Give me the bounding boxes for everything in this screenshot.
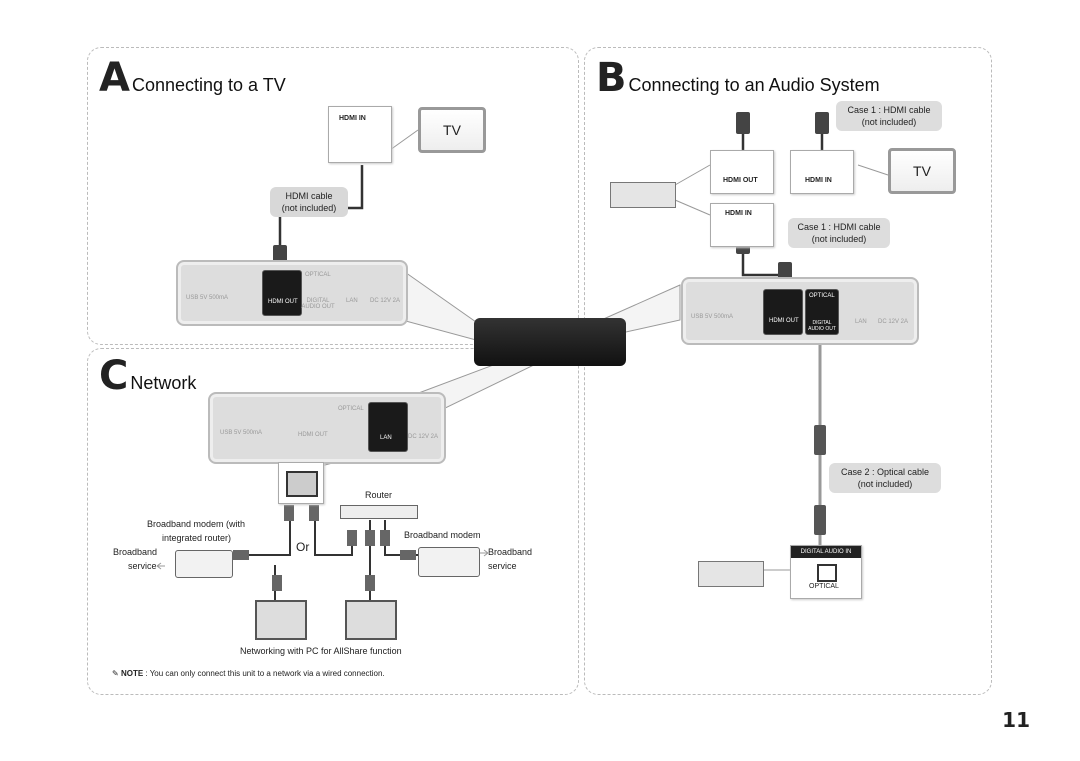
optical-socket: [817, 564, 837, 582]
hdmi-out-label: HDMI OUT: [268, 299, 298, 305]
broadband-label-right: Broadband: [488, 547, 533, 557]
hdmi-out-label: HDMI OUT: [769, 318, 799, 324]
hdmi-cable-note: HDMI cable (not included): [270, 187, 348, 217]
section-letter: B: [596, 55, 626, 101]
player-rear-panel-a: USB 5V 500mA HDMI OUT OPTICAL DIGITAL AU…: [176, 260, 408, 326]
router-icon: [340, 505, 418, 519]
case1-hdmi-note-top: Case 1 : HDMI cable (not included): [836, 101, 942, 131]
usb-label: USB 5V 500mA: [220, 430, 263, 436]
broadband-modem-with-label: Broadband modem (with: [147, 519, 246, 529]
not-included-label: (not included): [857, 479, 913, 489]
section-letter: A: [99, 55, 130, 101]
receiver-hdmi-out-panel: HDMI OUT: [710, 150, 774, 194]
section-title-text: Connecting to an Audio System: [628, 75, 880, 95]
optical-port: OPTICAL DIGITAL AUDIO OUT: [805, 289, 839, 335]
lan-label: LAN: [346, 298, 358, 304]
case2-label: Case 2 : Optical cable: [840, 467, 930, 477]
digital-audio-in-label: DIGITAL AUDIO IN: [791, 546, 861, 558]
tv-hdmi-in-panel-b: HDMI IN: [790, 150, 854, 194]
hdmi-out-label: HDMI OUT: [723, 177, 758, 184]
networking-pc-caption: Networking with PC for AllShare function: [240, 646, 402, 656]
service-label-left: service: [128, 561, 157, 571]
dc-label: DC 12V 2A: [408, 434, 439, 440]
usb-label: USB 5V 500mA: [691, 314, 734, 320]
note: ✎ NOTE : You can only connect this unit …: [112, 669, 385, 678]
router-label: Router: [365, 490, 393, 500]
hdmi-in-label: HDMI IN: [725, 210, 752, 217]
service-label-right: service: [488, 561, 517, 571]
modem-icon: [418, 547, 480, 577]
blu-ray-player: [474, 318, 626, 366]
modem-router-icon: [175, 550, 233, 578]
tv-icon: TV: [888, 148, 956, 194]
hdmi-in-label: HDMI IN: [339, 115, 366, 122]
hdmi-in-label: HDMI IN: [805, 177, 832, 184]
tv-label: TV: [913, 163, 931, 179]
digital-audio-out-label: DIGITAL AUDIO OUT: [301, 298, 335, 310]
laptop-icon: [255, 600, 307, 640]
av-receiver-icon: [698, 561, 764, 587]
section-b-title: B Connecting to an Audio System: [596, 58, 880, 98]
hdmi-out-port: HDMI OUT: [262, 270, 302, 316]
broadband-label-left: Broadband: [113, 547, 158, 557]
optical-label: OPTICAL: [809, 293, 835, 299]
tv-label: TV: [443, 122, 461, 138]
lan-jack-icon: [286, 471, 318, 497]
av-receiver-icon: [610, 182, 676, 208]
not-included-label: (not included): [861, 117, 917, 127]
section-title-text: Connecting to a TV: [131, 75, 286, 95]
case1-label: Case 1 : HDMI cable: [847, 105, 931, 115]
optical-label: OPTICAL: [305, 272, 331, 278]
laptop-icon: [345, 600, 397, 640]
lan-label: LAN: [855, 319, 867, 325]
section-letter: C: [99, 353, 128, 399]
digital-audio-out-label: DIGITAL AUDIO OUT: [808, 320, 836, 332]
case1-label: Case 1 : HDMI cable: [797, 222, 881, 232]
case1-hdmi-note-bottom: Case 1 : HDMI cable (not included): [788, 218, 890, 248]
optical-caps-label: OPTICAL: [809, 583, 839, 590]
broadband-modem-label: Broadband modem: [404, 530, 481, 540]
lan-port: LAN: [368, 402, 408, 452]
note-prefix: NOTE: [120, 669, 144, 678]
page-number: 11: [1002, 708, 1030, 732]
section-title-text: Network: [130, 373, 197, 393]
hdmi-cable-label: HDMI cable: [285, 191, 333, 201]
note-pencil-icon: ✎: [112, 669, 121, 678]
case2-optical-note: Case 2 : Optical cable (not included): [829, 463, 941, 493]
tv-hdmi-in-panel: HDMI IN: [328, 106, 392, 163]
optical-label: OPTICAL: [338, 406, 364, 412]
integrated-router-label: integrated router): [162, 533, 232, 543]
dc-label: DC 12V 2A: [370, 298, 401, 304]
player-rear-panel-b: USB 5V 500mA HDMI OUT OPTICAL DIGITAL AU…: [681, 277, 919, 345]
not-included-label: (not included): [281, 203, 337, 213]
player-rear-panel-c: USB 5V 500mA HDMI OUT OPTICAL LAN DC 12V…: [208, 392, 446, 464]
hdmi-out-label: HDMI OUT: [298, 432, 328, 438]
or-label: Or: [296, 540, 310, 554]
hdmi-out-port: HDMI OUT: [763, 289, 803, 335]
receiver-hdmi-in-panel: HDMI IN: [710, 203, 774, 247]
section-c-title: C Network: [99, 356, 196, 396]
section-a-title: A Connecting to a TV: [99, 58, 286, 98]
note-text: : You can only connect this unit to a ne…: [143, 669, 385, 678]
dc-label: DC 12V 2A: [878, 319, 909, 325]
digital-audio-in-panel: DIGITAL AUDIO IN OPTICAL: [790, 545, 862, 599]
tv-icon: TV: [418, 107, 486, 153]
not-included-label: (not included): [811, 234, 867, 244]
lan-jack-closeup: [278, 462, 324, 504]
lan-label: LAN: [380, 435, 392, 441]
usb-label: USB 5V 500mA: [186, 295, 229, 301]
